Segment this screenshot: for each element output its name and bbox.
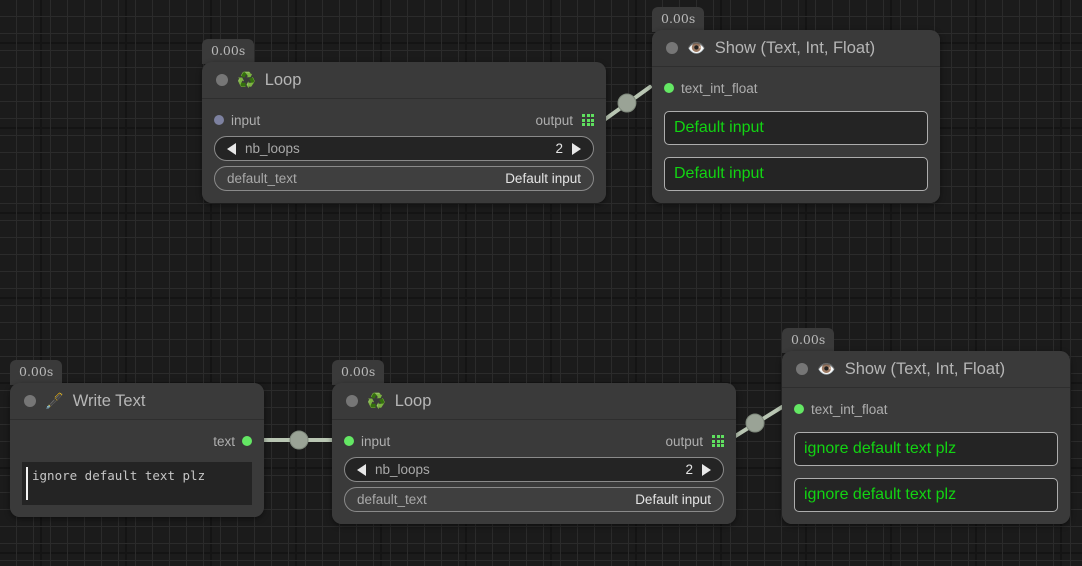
port-row: text_int_float: [664, 77, 928, 99]
port-row: input output: [214, 109, 594, 131]
field-label: default_text: [357, 492, 427, 507]
node-title: Show (Text, Int, Float): [714, 38, 876, 57]
show-value-box: ignore default text plz: [794, 478, 1058, 512]
pen-icon: 🖋️: [45, 392, 64, 410]
port-label: input: [361, 433, 391, 449]
port-row: text: [22, 430, 252, 452]
field-label: nb_loops: [375, 462, 430, 477]
port-dot-icon[interactable]: [214, 115, 224, 125]
collapse-dot-icon[interactable]: [796, 363, 808, 375]
node-show-top[interactable]: 👁️ Show (Text, Int, Float) text_int_floa…: [652, 30, 940, 203]
node-time-badge-write-text: 0.00s: [10, 360, 63, 385]
text-editor-input[interactable]: ignore default text plz: [22, 462, 252, 505]
node-time-badge-show-bottom: 0.00s: [782, 328, 835, 353]
port-label: text_int_float: [681, 80, 758, 96]
output-port-output[interactable]: output: [665, 434, 724, 449]
node-loop-bottom[interactable]: ♻️ Loop input output nb_loops: [332, 383, 736, 524]
port-label: input: [231, 112, 261, 128]
node-title: Loop: [394, 391, 432, 410]
node-loop-top[interactable]: ♻️ Loop input output nb_loops: [202, 62, 606, 203]
node-body-show-bottom: text_int_float ignore default text plz i…: [782, 388, 1070, 524]
port-dot-icon[interactable]: [794, 404, 804, 414]
show-value-box: Default input: [664, 111, 928, 145]
text-editor-value: ignore default text plz: [32, 468, 206, 483]
field-nb-loops[interactable]: nb_loops 2: [344, 457, 724, 482]
field-value[interactable]: Default input: [635, 492, 711, 507]
collapse-dot-icon[interactable]: [666, 42, 678, 54]
field-value[interactable]: Default input: [505, 171, 581, 186]
input-port-text-int-float[interactable]: text_int_float: [664, 81, 758, 96]
field-nb-loops[interactable]: nb_loops 2: [214, 136, 594, 161]
node-write-text[interactable]: 🖋️ Write Text text ignore default text p…: [10, 383, 264, 517]
input-port-input[interactable]: input: [214, 113, 260, 128]
node-title: Write Text: [72, 391, 146, 410]
port-label: output: [665, 433, 703, 449]
list-output-grid-icon[interactable]: [712, 435, 724, 447]
node-header-loop-bottom[interactable]: ♻️ Loop: [332, 383, 736, 420]
input-port-input[interactable]: input: [344, 434, 390, 449]
node-header-show-top[interactable]: 👁️ Show (Text, Int, Float): [652, 30, 940, 67]
text-caret: [26, 467, 28, 500]
input-port-text-int-float[interactable]: text_int_float: [794, 402, 888, 417]
field-default-text[interactable]: default_text Default input: [344, 487, 724, 512]
node-header-loop-top[interactable]: ♻️ Loop: [202, 62, 606, 99]
node-title: Show (Text, Int, Float): [844, 359, 1006, 378]
edge-loop-top-to-show-top: [602, 85, 652, 122]
edge-loop-bottom-to-show-bottom: [727, 405, 784, 442]
decrement-arrow-icon[interactable]: [227, 142, 236, 155]
port-label: output: [535, 112, 573, 128]
output-port-text[interactable]: text: [213, 434, 252, 449]
recycle-icon: ♻️: [367, 392, 386, 410]
edge-knot[interactable]: [745, 413, 765, 433]
decrement-arrow-icon[interactable]: [357, 463, 366, 476]
field-value[interactable]: 2: [555, 141, 563, 156]
recycle-icon: ♻️: [237, 71, 256, 89]
port-dot-icon[interactable]: [344, 436, 354, 446]
port-dot-icon[interactable]: [242, 436, 252, 446]
increment-arrow-icon[interactable]: [702, 463, 711, 476]
field-value[interactable]: 2: [685, 462, 693, 477]
output-port-output[interactable]: output: [535, 113, 594, 128]
eye-icon: 👁️: [687, 39, 706, 57]
node-body-write-text: text ignore default text plz: [10, 420, 264, 517]
field-label: nb_loops: [245, 141, 300, 156]
node-body-loop-bottom: input output nb_loops 2: [332, 420, 736, 524]
port-label: text_int_float: [811, 401, 888, 417]
list-output-grid-icon[interactable]: [582, 114, 594, 126]
collapse-dot-icon[interactable]: [346, 395, 358, 407]
node-show-bottom[interactable]: 👁️ Show (Text, Int, Float) text_int_floa…: [782, 351, 1070, 524]
increment-arrow-icon[interactable]: [572, 142, 581, 155]
node-time-badge-show-top: 0.00s: [652, 7, 705, 32]
node-header-show-bottom[interactable]: 👁️ Show (Text, Int, Float): [782, 351, 1070, 388]
port-label: text: [213, 433, 235, 449]
port-row: text_int_float: [794, 398, 1058, 420]
edge-knot[interactable]: [617, 93, 637, 113]
collapse-dot-icon[interactable]: [216, 74, 228, 86]
node-time-badge-loop-top: 0.00s: [202, 39, 255, 64]
field-label: default_text: [227, 171, 297, 186]
port-dot-icon[interactable]: [664, 83, 674, 93]
node-title: Loop: [264, 70, 302, 89]
eye-icon: 👁️: [817, 360, 836, 378]
node-header-write-text[interactable]: 🖋️ Write Text: [10, 383, 264, 420]
node-body-loop-top: input output nb_loops 2: [202, 99, 606, 203]
show-value-box: ignore default text plz: [794, 432, 1058, 466]
node-time-badge-loop-bottom: 0.00s: [332, 360, 385, 385]
collapse-dot-icon[interactable]: [24, 395, 36, 407]
port-row: input output: [344, 430, 724, 452]
node-body-show-top: text_int_float Default input Default inp…: [652, 67, 940, 203]
field-default-text[interactable]: default_text Default input: [214, 166, 594, 191]
edge-knot[interactable]: [289, 430, 309, 450]
show-value-box: Default input: [664, 157, 928, 191]
